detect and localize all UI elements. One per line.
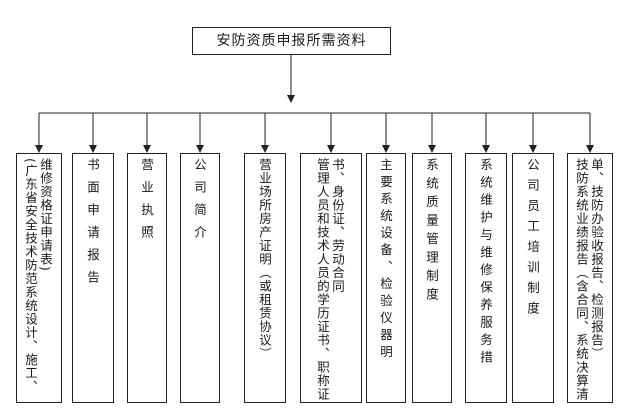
item-node-1: 书面申请报告 xyxy=(72,153,114,403)
item-node-2: 营业执照 xyxy=(127,153,167,403)
item-node-7-label: 系统质量管理制度 xyxy=(424,158,439,306)
item-node-3-label: 公司简介 xyxy=(192,158,207,248)
item-node-10-label: 单、技防办验收报告、检测报告） 技防系统业绩报告（含合同、系统决算清 xyxy=(574,158,604,401)
item-node-6: 主要系统设备、检验仪器明 xyxy=(366,153,406,403)
item-node-8: 系统维护与维修保养服务措 xyxy=(465,153,507,403)
item-node-0-label: 维修资格证申请表) (广东省安全技术防范系统设计、施工、 xyxy=(23,158,53,394)
item-node-7: 系统质量管理制度 xyxy=(412,153,452,403)
item-node-6-label: 主要系统设备、检验仪器明 xyxy=(378,158,393,362)
item-node-8-label: 系统维护与维修保养服务措 xyxy=(478,158,493,368)
item-node-1-label: 书面申请报告 xyxy=(85,158,100,293)
item-node-4: 营业场所房产证明（或租赁协议） xyxy=(244,153,286,403)
item-node-4-label: 营业场所房产证明（或租赁协议） xyxy=(257,158,272,361)
root-node: 安防资质申报所需资料 xyxy=(192,27,391,55)
item-node-9: 公司员工培训制度 xyxy=(512,153,554,403)
root-node-label: 安防资质申报所需资料 xyxy=(216,33,367,49)
item-node-0: 维修资格证申请表) (广东省安全技术防范系统设计、施工、 xyxy=(16,153,62,403)
item-node-9-label: 公司员工培训制度 xyxy=(525,158,540,322)
item-node-2-label: 营业执照 xyxy=(139,158,154,248)
item-node-3: 公司简介 xyxy=(180,153,220,403)
item-node-5-label: 书、身份证、劳动合同 管理人员和技术人员的学历证书、职称证 xyxy=(315,158,345,401)
item-node-5: 书、身份证、劳动合同 管理人员和技术人员的学历证书、职称证 xyxy=(300,153,362,403)
item-node-10: 单、技防办验收报告、检测报告） 技防系统业绩报告（含合同、系统决算清 xyxy=(567,153,613,403)
